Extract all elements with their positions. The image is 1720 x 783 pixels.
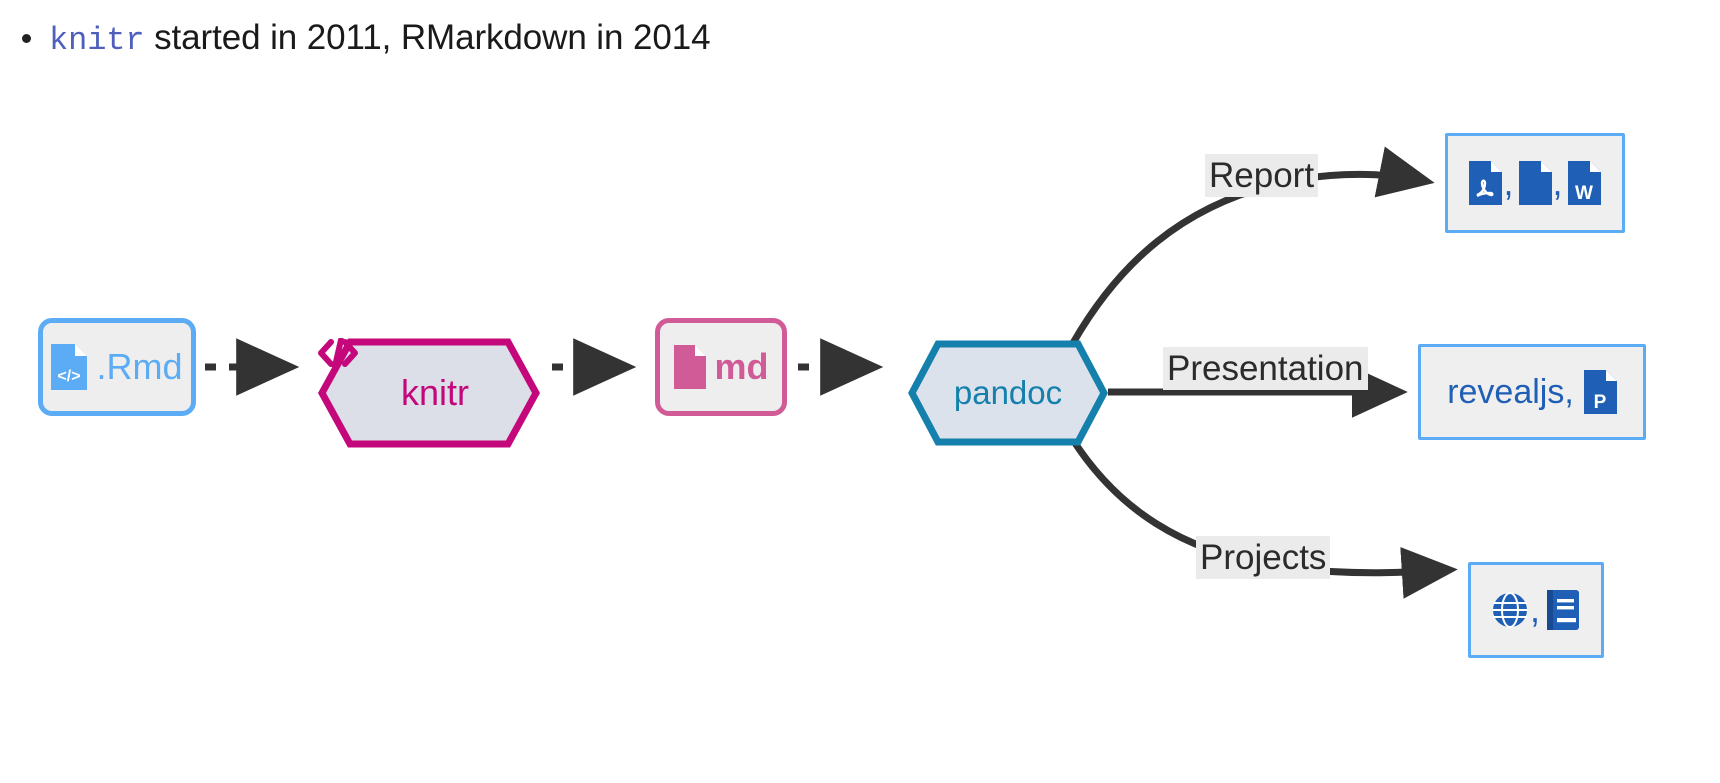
node-presentation-output[interactable]: revealjs, P — [1418, 344, 1646, 440]
node-rmd[interactable]: </> .Rmd — [38, 318, 196, 416]
node-md-label: md — [714, 346, 769, 387]
book-icon — [1545, 589, 1581, 631]
node-presentation-label: revealjs, — [1447, 372, 1574, 411]
svg-text:P: P — [1593, 392, 1606, 413]
node-rmd-label: .Rmd — [96, 346, 183, 387]
inline-code-knitr: knitr — [49, 21, 145, 59]
separator-comma-1: , — [1503, 162, 1514, 203]
file-code-icon: </> — [51, 344, 88, 390]
edge-label-projects: Projects — [1196, 536, 1331, 580]
node-pandoc-label: pandoc — [953, 374, 1063, 411]
node-knitr[interactable]: knitr — [318, 338, 540, 448]
node-knitr-label: knitr — [400, 372, 469, 413]
bullet-rest-text: started in 2011, RMarkdown in 2014 — [144, 17, 711, 57]
separator-comma-3: , — [1529, 589, 1540, 630]
node-md[interactable]: md — [655, 318, 787, 416]
word-file-icon: W — [1567, 161, 1601, 205]
svg-text:W: W — [1575, 183, 1593, 204]
bullet-text: knitr started in 2011, RMarkdown in 2014 — [49, 17, 711, 59]
separator-comma-2: , — [1552, 162, 1563, 203]
html-file-icon — [1518, 161, 1552, 205]
file-icon — [673, 345, 706, 389]
edge-label-report: Report — [1205, 154, 1319, 198]
pdf-file-icon — [1469, 161, 1503, 205]
edge-label-presentation: Presentation — [1163, 347, 1368, 391]
node-report-output[interactable]: , , W — [1445, 133, 1625, 233]
bullet-marker — [22, 33, 31, 43]
node-projects-output[interactable]: , — [1468, 562, 1604, 658]
bullet-list-item: knitr started in 2011, RMarkdown in 2014 — [0, 8, 1100, 68]
svg-text:</>: </> — [58, 368, 81, 385]
powerpoint-file-icon: P — [1583, 370, 1617, 414]
edge-pandoc-report — [1069, 146, 1435, 345]
globe-icon — [1491, 591, 1529, 629]
node-pandoc[interactable]: pandoc — [908, 340, 1108, 446]
